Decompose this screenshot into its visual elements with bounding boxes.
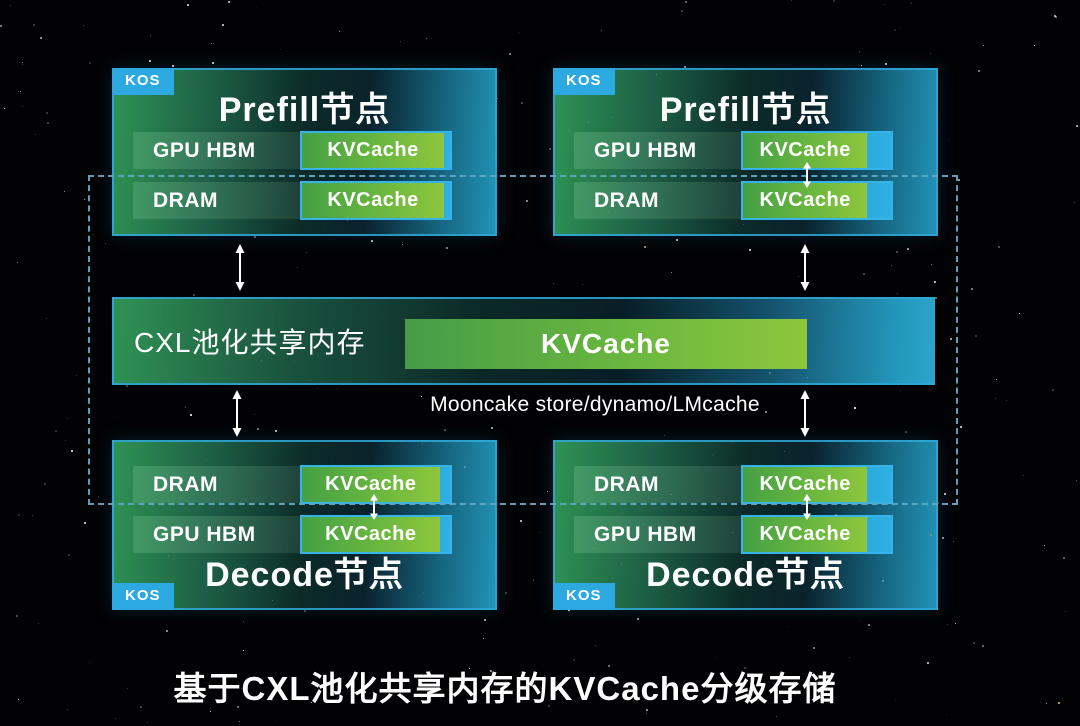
- node-title: Decode节点: [205, 556, 404, 594]
- double-arrow-prefill-right-to-pool: [800, 244, 810, 291]
- middleware-label: Mooncake store/dynamo/LMcache: [430, 393, 760, 416]
- memory-type-label: DRAM: [594, 473, 659, 496]
- kos-badge: KOS: [553, 583, 615, 610]
- kvcache-pill: KVCache: [741, 181, 893, 220]
- decode-node-left: KOS Decode节点 DRAM KVCache GPU HBM KVCach…: [112, 440, 497, 610]
- prefill-node-left: KOS Prefill节点 GPU HBM KVCache DRAM KVCac…: [112, 68, 497, 236]
- memory-row: GPU HBM KVCache: [574, 131, 893, 170]
- kvcache-pill-fill: KVCache: [302, 183, 445, 218]
- memory-type-label: DRAM: [153, 189, 218, 212]
- kvcache-pill-fill: KVCache: [743, 517, 868, 552]
- kos-badge: KOS: [112, 68, 174, 95]
- cxl-pool-label: CXL池化共享内存: [134, 327, 366, 358]
- memory-type-label: DRAM: [153, 473, 218, 496]
- memory-row: DRAM KVCache: [133, 181, 452, 220]
- decode-node-right: KOS Decode节点 DRAM KVCache GPU HBM KVCach…: [553, 440, 938, 610]
- kvcache-pill-label: KVCache: [327, 189, 419, 211]
- memory-row: DRAM KVCache: [574, 181, 893, 220]
- kvcache-pill: KVCache: [300, 131, 452, 170]
- node-title: Prefill节点: [218, 91, 391, 129]
- kvcache-pill: KVCache: [741, 465, 893, 504]
- diagram-caption: 基于CXL池化共享内存的KVCache分级存储: [173, 670, 837, 707]
- kvcache-pill-label: KVCache: [327, 139, 419, 161]
- node-title: Decode节点: [646, 556, 845, 594]
- kvcache-pill-label: KVCache: [759, 189, 851, 211]
- kos-badge: KOS: [553, 68, 615, 95]
- double-arrow-decode-left-pills: [370, 494, 378, 520]
- kvcache-pill-fill: KVCache: [743, 183, 868, 218]
- memory-row: GPU HBM KVCache: [133, 131, 452, 170]
- double-arrow-prefill-right-pills: [803, 162, 811, 188]
- kvcache-pill-fill: KVCache: [743, 467, 868, 502]
- double-arrow-prefill-left-to-pool: [235, 244, 245, 291]
- kvcache-pill-fill: KVCache: [743, 133, 868, 168]
- kvcache-pill-label: KVCache: [325, 523, 417, 545]
- memory-type-label: GPU HBM: [153, 523, 256, 546]
- prefill-node-right: KOS Prefill节点 GPU HBM KVCache DRAM KVCac…: [553, 68, 938, 236]
- memory-row: GPU HBM KVCache: [133, 515, 452, 554]
- kvcache-pill: KVCache: [741, 131, 893, 170]
- kvcache-pill-label: KVCache: [759, 139, 851, 161]
- kvcache-pill-label: KVCache: [759, 523, 851, 545]
- double-arrow-decode-right-pills: [803, 494, 811, 520]
- memory-type-label: GPU HBM: [594, 523, 697, 546]
- node-title: Prefill节点: [659, 91, 832, 129]
- memory-type-label: DRAM: [594, 189, 659, 212]
- memory-type-label: GPU HBM: [594, 139, 697, 162]
- kos-badge: KOS: [112, 583, 174, 610]
- memory-row: DRAM KVCache: [133, 465, 452, 504]
- kvcache-pill: KVCache: [300, 181, 452, 220]
- memory-type-label: GPU HBM: [153, 139, 256, 162]
- kvcache-pill-fill: KVCache: [302, 467, 440, 502]
- double-arrow-pool-to-decode-left: [232, 390, 242, 437]
- pool-kvcache-bar: KVCache: [405, 319, 807, 369]
- kvcache-pill-fill: KVCache: [302, 517, 440, 552]
- kvcache-pill: KVCache: [300, 515, 452, 554]
- memory-row: DRAM KVCache: [574, 465, 893, 504]
- kvcache-pill-fill: KVCache: [302, 133, 445, 168]
- memory-row: GPU HBM KVCache: [574, 515, 893, 554]
- kvcache-pill-label: KVCache: [759, 473, 851, 495]
- kvcache-pill-label: KVCache: [325, 473, 417, 495]
- cxl-pooled-memory-bar: CXL池化共享内存 KVCache: [112, 297, 935, 385]
- kvcache-pill: KVCache: [741, 515, 893, 554]
- double-arrow-pool-to-decode-right: [800, 390, 810, 437]
